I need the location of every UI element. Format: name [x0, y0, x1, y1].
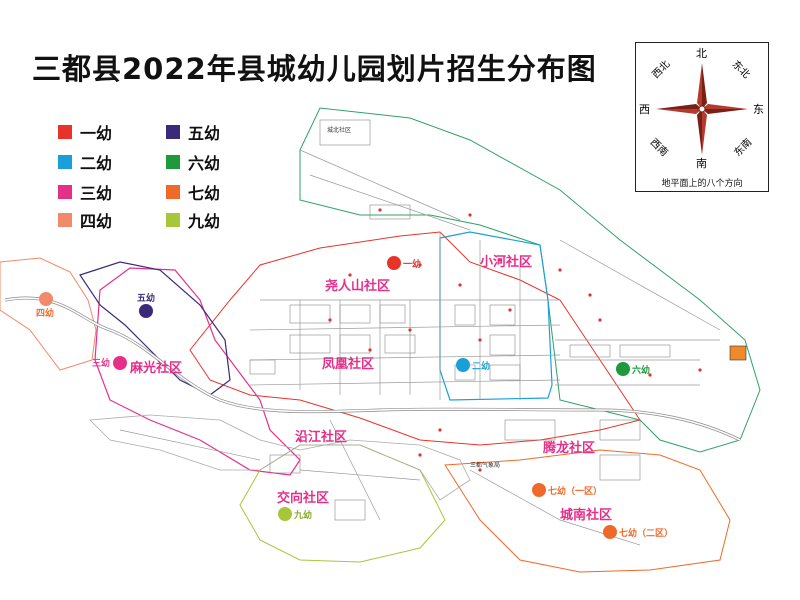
roads [119, 149, 721, 546]
facility-markers [298, 208, 702, 472]
legend-swatch [166, 185, 180, 199]
school-wu-marker [139, 304, 153, 318]
label-chengbei: 城北社区 [327, 126, 351, 134]
map-title: 三都县2022年县城幼儿园划片招生分布图 [32, 52, 597, 86]
legend-item-er: 二幼 [58, 150, 112, 174]
legend-swatch [166, 213, 180, 227]
orange-landmark [729, 345, 747, 361]
community-yanjiang: 沿江社区 [295, 429, 347, 445]
label-meteo: 三都气象局 [470, 461, 500, 469]
community-chengnan: 城南社区 [560, 507, 612, 523]
compass-west: 西 [639, 103, 650, 116]
school-qi1-label: 七幼（一区） [548, 485, 602, 497]
boundary-xiaohe-blue [439, 231, 553, 401]
compass-south: 南 [696, 157, 707, 170]
community-tenglong: 腾龙社区 [542, 440, 595, 456]
community-yaorenshan: 尧人山社区 [325, 278, 390, 294]
boundary-yanjiang [89, 414, 471, 501]
school-qi2: 七幼（二区） [603, 525, 673, 539]
river-inner [4, 297, 741, 441]
legend-item-san: 三幼 [58, 180, 112, 204]
school-er-label: 二幼 [472, 360, 490, 372]
legend-item-wu: 五幼 [166, 120, 220, 144]
school-san-label: 三幼 [92, 357, 110, 369]
school-jiu-label: 九幼 [293, 509, 312, 521]
community-xiaohe: 小河社区 [480, 254, 532, 270]
school-jiu-marker [278, 507, 292, 521]
school-jiu: 九幼 [278, 507, 312, 521]
boundary-jiaoxiang [239, 444, 446, 563]
community-jiaoxiang: 交向社区 [277, 490, 329, 506]
community-fenghuang: 凤凰社区 [322, 356, 374, 372]
compass-east: 东 [753, 103, 764, 116]
school-liu-marker [616, 362, 630, 376]
school-qi2-marker [603, 525, 617, 539]
legend-swatch [166, 125, 180, 139]
legend-item-jiu: 九幼 [166, 208, 220, 232]
school-er: 二幼 [456, 358, 490, 372]
school-si-marker [39, 292, 53, 306]
community-mahuang: 麻光社区 [129, 360, 182, 376]
compass-star-icon [656, 63, 748, 155]
compass-north: 北 [696, 47, 707, 60]
school-san: 三幼 [92, 356, 127, 370]
legend-swatch [58, 155, 72, 169]
boundary-wu [79, 261, 231, 396]
legend-swatch [58, 125, 72, 139]
boundary-chengnan [444, 449, 731, 573]
school-yi: 一幼 [387, 256, 421, 270]
school-liu: 六幼 [616, 362, 650, 376]
compass-caption: 地平面上的八个方向 [661, 179, 743, 189]
school-wu-label: 五幼 [137, 292, 155, 304]
school-qi1: 七幼（一区） [532, 483, 602, 497]
school-yi-marker [387, 256, 401, 270]
legend-item-liu: 六幼 [166, 150, 220, 174]
legend-swatch [166, 155, 180, 169]
school-si: 四幼 [36, 292, 54, 319]
boundary-mahuang [94, 267, 301, 476]
school-qi1-marker [532, 483, 546, 497]
school-yi-label: 一幼 [403, 258, 421, 270]
legend-item-yi: 一幼 [58, 120, 112, 144]
school-liu-label: 六幼 [632, 364, 650, 376]
school-er-marker [456, 358, 470, 372]
legend-swatch [58, 185, 72, 199]
boundary-xiaohe [299, 107, 761, 453]
legend-item-qi: 七幼 [166, 180, 220, 204]
school-si-label: 四幼 [36, 307, 54, 319]
boundary-si [0, 257, 97, 371]
boundary-main [189, 231, 641, 446]
school-wu: 五幼 [137, 292, 155, 318]
school-san-marker [113, 356, 127, 370]
legend-swatch [58, 213, 72, 227]
compass-rose: 北 南 东 西 东北 西北 东南 西南 地平面上的八个方向 [635, 42, 769, 192]
school-qi2-label: 七幼（二区） [619, 527, 673, 539]
legend-item-si: 四幼 [58, 208, 112, 232]
